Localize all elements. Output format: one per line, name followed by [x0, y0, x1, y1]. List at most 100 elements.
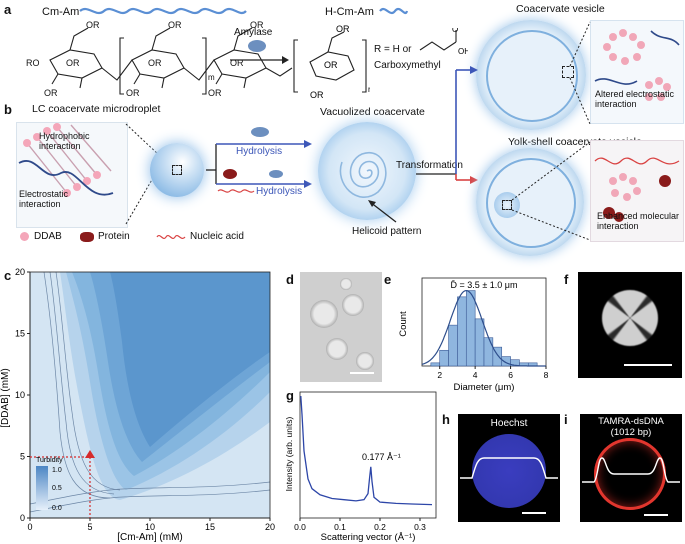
y-tick-label: 0	[20, 513, 25, 523]
scale-bar	[522, 512, 546, 514]
hydrolysis-label-1: Hydrolysis	[236, 146, 283, 157]
scale-bar	[644, 514, 668, 516]
panel-label-f: f	[564, 272, 569, 287]
colorbar-tick-3: 0.0	[52, 505, 62, 512]
h-cm-am-structure: OR OR OR n	[293, 24, 370, 100]
panel-label-g: g	[286, 388, 294, 403]
tamra-micrograph: TAMRA-dsDNA (1012 bp)	[580, 414, 682, 522]
x-tick-label: 0.3	[414, 522, 426, 532]
cm-am-structure: OR OR OR OR OR OR OR OR OR RO m	[26, 20, 293, 98]
x-tick-label: 10	[145, 522, 155, 532]
amylase-arrow	[230, 40, 289, 64]
histogram-bar	[465, 290, 476, 367]
legend-protein: Protein	[98, 231, 130, 242]
ring-group-or-8: OR	[230, 58, 244, 68]
histogram-bar	[430, 362, 441, 367]
helicoid-arrow	[368, 200, 397, 223]
x-tick-label: 8	[544, 370, 549, 380]
chart-g-scattering: 0.0 0.1 0.2 0.3 0.177 Å⁻¹ Scattering vector…	[284, 391, 437, 543]
ring-group-or-3: OR	[44, 88, 58, 98]
histogram-bar	[483, 337, 494, 367]
x-tick-label: 20	[265, 522, 275, 532]
svg-text:OR: OR	[324, 60, 338, 70]
lc-droplet-image	[150, 143, 204, 197]
y-tick-label: 10	[15, 390, 25, 400]
x-tick-label: 0	[27, 522, 32, 532]
legend-nucleic-acid: Nucleic acid	[190, 231, 244, 242]
chart-c-xlabel: [Cm-Am] (mM)	[117, 532, 183, 543]
x-tick-label: 0.0	[294, 522, 306, 532]
hydrolysis-label-2: Hydrolysis	[256, 186, 303, 197]
x-tick-label: 6	[508, 370, 513, 380]
chart-c-ylabel: [DDAB] (mM)	[0, 368, 11, 427]
panel-label-b: b	[4, 102, 12, 117]
transformation-arrows	[416, 66, 478, 184]
subscript-m: m	[208, 73, 215, 82]
nucleic-acid-legend-icon	[156, 235, 186, 240]
ring-group-ro: RO	[26, 58, 40, 68]
scattering-curve	[300, 395, 433, 506]
ddab-legend-icon	[20, 232, 29, 241]
h-cm-am-label: H-Cm-Am	[325, 6, 374, 18]
intensity-profile	[582, 457, 680, 483]
coacervate-vesicle-image	[476, 20, 586, 130]
polarized-micrograph	[578, 272, 682, 378]
ring-group-or-1: OR	[86, 20, 100, 30]
x-tick-label: 15	[205, 522, 215, 532]
histogram-bar	[439, 349, 449, 367]
protein-icon	[223, 169, 237, 179]
enzyme-icon	[248, 40, 266, 52]
helicoid-label: Helicoid pattern	[352, 226, 422, 237]
enhanced-interaction-label: Enhanced molecular interaction	[597, 211, 680, 231]
altered-interaction-label: Altered electrostatic interaction	[595, 89, 675, 109]
chart-g-xlabel: Scattering vector (Å⁻¹)	[321, 532, 416, 543]
panel-label-i: i	[564, 412, 568, 427]
hydrophobic-label: Hydrophobic interaction	[39, 131, 90, 151]
svg-text:OH: OH	[458, 47, 468, 56]
panel-label-d: d	[286, 272, 294, 287]
colorbar-title: Turbidity	[36, 457, 63, 464]
cm-am-label: Cm-Am	[42, 6, 80, 18]
x-tick-label: 0.1	[334, 522, 346, 532]
lc-bilayer-inset: Hydrophobic interaction Electrostatic in…	[16, 122, 128, 228]
colorbar	[36, 466, 48, 510]
panel-label-a: a	[4, 2, 12, 17]
carboxymethyl-label: Carboxymethyl	[374, 60, 441, 71]
protein-legend-icon	[80, 232, 94, 242]
hoechst-title: Hoechst	[490, 418, 528, 429]
histogram-bar	[448, 324, 458, 367]
panel-label-h: h	[442, 412, 450, 427]
cm-am-helix-icon	[79, 7, 247, 15]
panel-label-c: c	[4, 268, 12, 283]
yolk-zoom-lines	[511, 141, 591, 241]
vacuolized-coacervate-image	[318, 122, 416, 220]
y-tick-label: 15	[15, 329, 25, 339]
colorbar-tick-1: 1.0	[52, 467, 62, 474]
transformation-label: Transformation	[396, 160, 463, 171]
tamra-title-2: (1012 bp)	[610, 427, 652, 438]
scale-bar	[624, 364, 672, 366]
y-tick-label: 20	[15, 268, 25, 277]
coacervate-vesicle-title: Coacervate vesicle	[516, 3, 605, 15]
scale-bar	[350, 372, 374, 374]
chart-g-peak-label: 0.177 Å⁻¹	[362, 452, 401, 462]
histogram-bar	[457, 296, 467, 367]
lc-coacervate-title: LC coacervate microdroplet	[32, 103, 161, 115]
histogram-bar	[474, 318, 485, 367]
intensity-profile	[460, 457, 558, 479]
r-definition: R = H or	[374, 44, 412, 55]
colorbar-tick-2: 0.5	[52, 485, 62, 492]
hoechst-micrograph: Hoechst	[458, 414, 560, 522]
panel-label-e: e	[384, 272, 392, 287]
x-tick-label: 0.2	[374, 522, 386, 532]
ring-group-or-7: OR	[250, 20, 264, 30]
ring-group-or-9: OR	[208, 88, 222, 98]
electrostatic-label: Electrostatic interaction	[19, 189, 69, 209]
chart-e-ylabel: Count	[398, 311, 409, 337]
yolk-zoom-inset: Enhanced molecular interaction	[590, 140, 684, 242]
chart-e-annotation: D̄ = 3.5 ± 1.0 μm	[451, 280, 518, 290]
x-tick-label: 2	[437, 370, 442, 380]
enzyme-icon	[251, 127, 269, 137]
